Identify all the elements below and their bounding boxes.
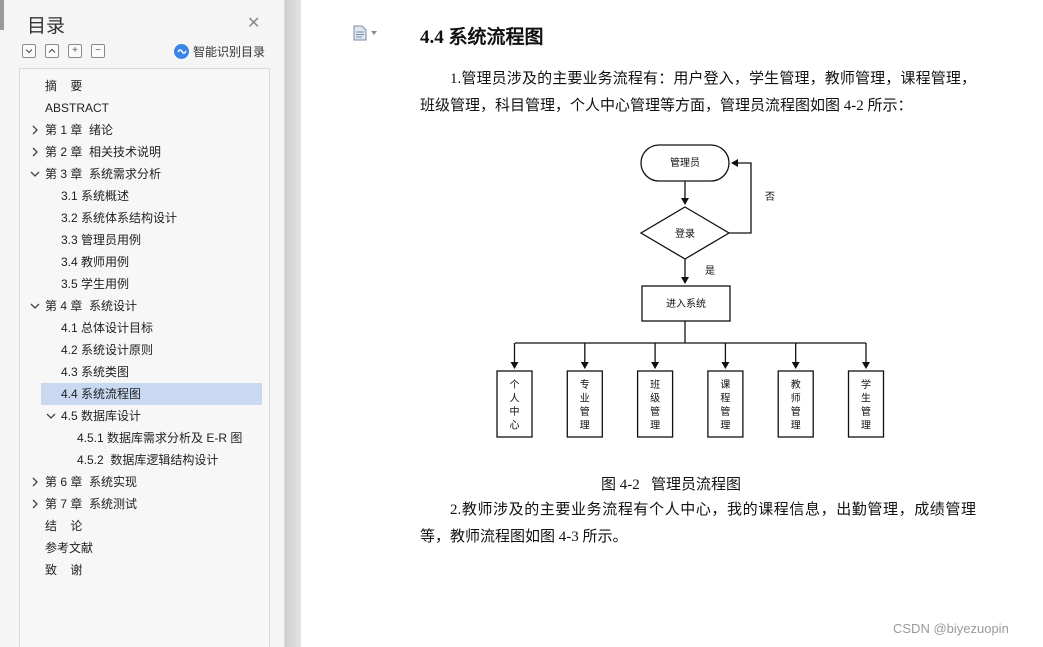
toc-item-label: 4.2 系统设计原则 — [61, 343, 154, 357]
toc-item-label: 3.3 管理员用例 — [61, 233, 142, 247]
toc-item-label: 3.4 教师用例 — [61, 255, 130, 269]
module-node — [636, 370, 674, 438]
chevron-down-icon[interactable] — [45, 405, 57, 427]
toc-item[interactable]: 4.5 数据库设计 — [20, 405, 269, 427]
toc-item-label: 3.2 系统体系结构设计 — [61, 211, 178, 225]
document-page: 4.4 系统流程图 1.管理员涉及的主要业务流程有：用户登入，学生管理，教师管理… — [301, 0, 1043, 647]
sidebar-title: 目录 — [27, 16, 66, 37]
toc-item[interactable]: 3.2 系统体系结构设计 — [20, 207, 269, 229]
toc-item-label: 第 4 章 系统设计 — [45, 299, 138, 313]
toc-item[interactable]: 3.5 学生用例 — [20, 273, 269, 295]
toc-item[interactable]: 结 论 — [20, 515, 269, 537]
toc-item-label: 4.5.1 数据库需求分析及 E-R 图 — [77, 431, 243, 445]
admin-flowchart: 管理员 登录 否 是 进入系统 个人中心 专业管理 班级管理 课程管理 教师管理 学生管理 — [496, 144, 885, 438]
toc-item-selected[interactable]: 4.4 系统流程图 — [41, 383, 262, 405]
smart-toc-label: 智能识别目录 — [193, 45, 266, 59]
toc-item[interactable]: 4.5.1 数据库需求分析及 E-R 图 — [20, 427, 269, 449]
toc-item[interactable]: 第 7 章 系统测试 — [20, 493, 269, 515]
toc-item[interactable]: 第 3 章 系统需求分析 — [20, 163, 269, 185]
smart-toc-button[interactable]: 智能识别目录 — [174, 43, 265, 60]
module-node — [496, 370, 533, 438]
chevron-right-icon[interactable] — [29, 119, 41, 141]
module-nodes: 个人中心 专业管理 班级管理 课程管理 教师管理 学生管理 — [496, 343, 885, 438]
watermark: CSDN @biyezuopin — [893, 621, 1009, 636]
chevron-right-icon[interactable] — [29, 493, 41, 515]
chevron-right-icon[interactable] — [29, 141, 41, 163]
toc-item-label: 4.5.2 数据库逻辑结构设计 — [77, 453, 219, 467]
yes-label: 是 — [705, 265, 715, 277]
page-gutter — [285, 0, 301, 647]
section-heading: 4.4 系统流程图 — [420, 27, 544, 48]
toc-item[interactable]: 4.1 总体设计目标 — [20, 317, 269, 339]
module-node — [777, 370, 814, 438]
toc-item-label: 参考文献 — [45, 541, 94, 555]
toc-item-label: 4.5 数据库设计 — [61, 409, 142, 423]
toc-item[interactable]: 4.2 系统设计原则 — [20, 339, 269, 361]
toc-item-label: 第 2 章 相关技术说明 — [45, 145, 162, 159]
toc-item-label: 4.1 总体设计目标 — [61, 321, 154, 335]
toc-item-label: 致 谢 — [45, 563, 83, 577]
body-paragraph-2: 2.教师涉及的主要业务流程有个人中心，我的课程信息，出勤管理，成绩管理等，教师流… — [420, 502, 976, 545]
module-label: 个人中心 — [510, 379, 520, 432]
sidebar-resize-edge[interactable] — [0, 0, 4, 30]
process-node — [641, 285, 731, 322]
body-paragraph-1: 1.管理员涉及的主要业务流程有：用户登入，学生管理，教师管理，课程管理，班级管理… — [420, 71, 976, 114]
arrow-loop-back — [729, 159, 752, 234]
toc-item[interactable]: 3.4 教师用例 — [20, 251, 269, 273]
collapse-all-icon[interactable] — [22, 44, 36, 58]
toc-item[interactable]: 3.3 管理员用例 — [20, 229, 269, 251]
toc-item-label: 第 3 章 系统需求分析 — [45, 167, 162, 181]
module-label: 学生管理 — [861, 378, 871, 432]
module-node — [707, 370, 744, 438]
toc-item-label: 3.5 学生用例 — [61, 277, 130, 291]
toc-item[interactable]: 摘 要 — [20, 75, 269, 97]
add-icon[interactable]: + — [68, 44, 82, 58]
module-label: 班级管理 — [650, 379, 660, 432]
chevron-right-icon[interactable] — [29, 471, 41, 493]
toc-item[interactable]: 参考文献 — [20, 537, 269, 559]
toc-item-label: 第 6 章 系统实现 — [45, 475, 138, 489]
toc-item[interactable]: 致 谢 — [20, 559, 269, 581]
start-label: 管理员 — [670, 156, 700, 169]
toc-item[interactable]: 第 4 章 系统设计 — [20, 295, 269, 317]
toc-item-label: 结 论 — [45, 519, 83, 533]
outline-sidebar: 目录 ✕ + − 智能识别目录 摘 要 ABSTRACT 第 1 章 绪论第 2 章… — [0, 0, 285, 647]
module-label: 教师管理 — [791, 378, 801, 432]
toc-item[interactable]: 4.3 系统类图 — [20, 361, 269, 383]
toc-item[interactable]: 第 6 章 系统实现 — [20, 471, 269, 493]
toc-item-label: 第 7 章 系统测试 — [45, 497, 138, 511]
toc-item-label: ABSTRACT — [45, 101, 110, 115]
smart-ai-icon — [174, 44, 189, 59]
toc-item-label: 第 1 章 绪论 — [45, 123, 114, 137]
toc-item[interactable]: 3.1 系统概述 — [20, 185, 269, 207]
document-menu-icon[interactable] — [353, 25, 377, 41]
no-label: 否 — [765, 191, 775, 203]
toc-item-label: 3.1 系统概述 — [61, 189, 130, 203]
toc-item[interactable]: 4.5.2 数据库逻辑结构设计 — [20, 449, 269, 471]
toc-item-label: 4.4 系统流程图 — [61, 387, 142, 401]
module-label: 课程管理 — [720, 379, 730, 432]
figure-caption: 图 4-2 管理员流程图 — [601, 477, 741, 493]
decision-label: 登录 — [675, 227, 695, 240]
toc-item[interactable]: ABSTRACT — [20, 97, 269, 119]
chevron-down-icon[interactable] — [29, 163, 41, 185]
module-label: 专业管理 — [580, 378, 590, 432]
module-node — [566, 370, 603, 438]
toc-tree: 摘 要 ABSTRACT 第 1 章 绪论第 2 章 相关技术说明第 3 章 系统需… — [19, 68, 270, 647]
process-label: 进入系统 — [666, 297, 706, 310]
outline-toolbar: + − — [22, 44, 105, 58]
expand-all-icon[interactable] — [45, 44, 59, 58]
chevron-down-icon[interactable] — [29, 295, 41, 317]
remove-icon[interactable]: − — [91, 44, 105, 58]
close-icon[interactable]: ✕ — [247, 15, 261, 32]
toc-item-label: 摘 要 — [45, 79, 83, 93]
toc-item[interactable]: 第 1 章 绪论 — [20, 119, 269, 141]
toc-item[interactable]: 第 2 章 相关技术说明 — [20, 141, 269, 163]
module-node — [847, 370, 885, 438]
toc-item-label: 4.3 系统类图 — [61, 365, 130, 379]
